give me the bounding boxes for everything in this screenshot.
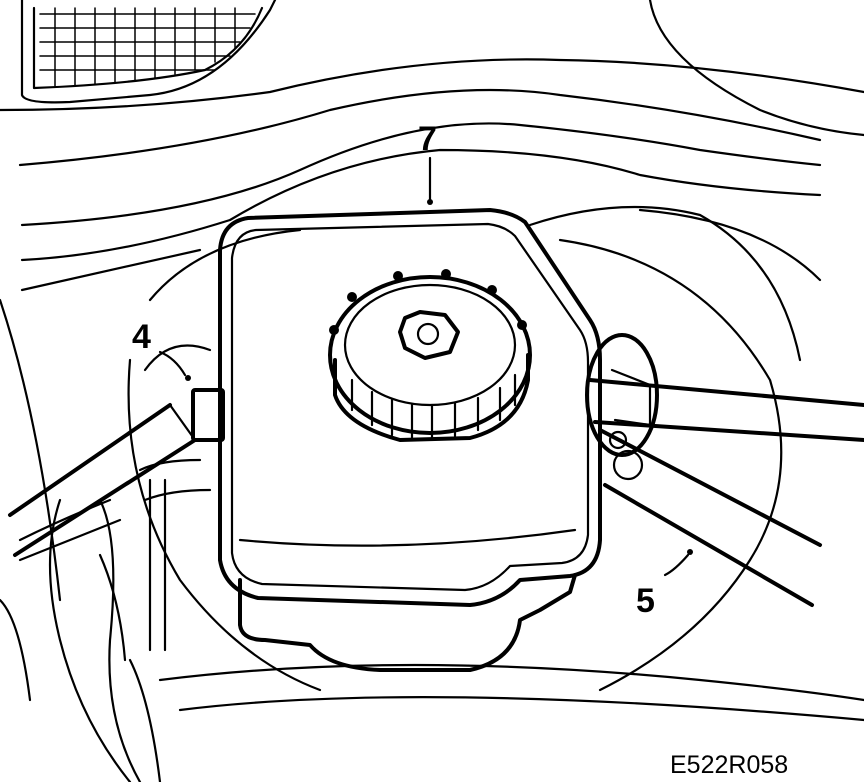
callout-5-dot xyxy=(687,549,693,555)
filler-cap xyxy=(328,269,532,442)
callout-7-label: 7 xyxy=(418,120,437,158)
callout-4-label: 4 xyxy=(132,318,151,356)
body-panel-lines xyxy=(0,0,864,362)
callout-leaders xyxy=(158,156,690,577)
callout-5-label: 5 xyxy=(636,582,655,620)
brake-booster xyxy=(127,228,783,692)
left-side-details xyxy=(0,298,864,782)
brake-fluid-reservoir xyxy=(218,208,602,672)
intake-grille xyxy=(20,0,277,104)
left-brake-hose xyxy=(8,388,225,557)
figure-reference-code: E522R058 xyxy=(670,751,788,779)
callout-7-dot xyxy=(427,199,433,205)
callout-4-dot xyxy=(185,375,191,381)
right-brake-hose xyxy=(585,333,864,607)
